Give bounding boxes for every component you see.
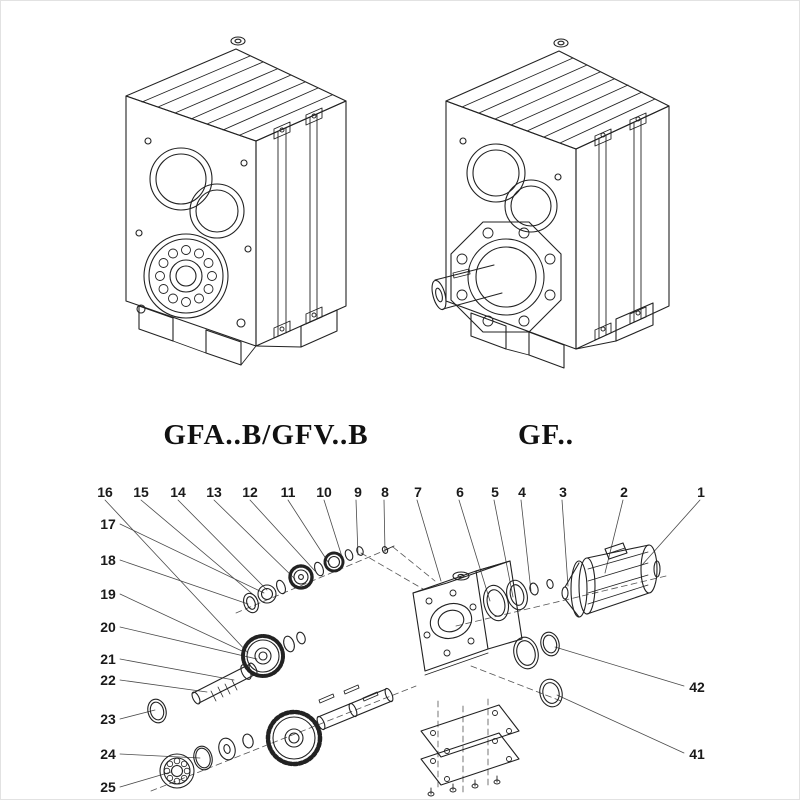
callout-14: 14 — [170, 484, 186, 500]
callout-20: 20 — [100, 619, 116, 635]
output-shaft-parts — [160, 685, 394, 788]
callout-18: 18 — [100, 552, 116, 568]
callout-13: 13 — [206, 484, 222, 500]
callout-8: 8 — [381, 484, 389, 500]
callout-9: 9 — [354, 484, 362, 500]
pinion-shaft-part — [190, 662, 258, 705]
callout-24: 24 — [100, 746, 116, 762]
gearbox-gfab-drawing — [126, 37, 346, 365]
callout-42: 42 — [689, 679, 705, 695]
axis-lines — [151, 547, 666, 794]
callout-16: 16 — [97, 484, 113, 500]
callout-17: 17 — [100, 516, 116, 532]
leader-lines — [105, 500, 700, 787]
callout-22: 22 — [100, 672, 116, 688]
callout-25: 25 — [100, 779, 116, 795]
exploded-parts-diagram — [105, 500, 700, 796]
motor-part — [562, 543, 660, 617]
retaining-rings — [510, 630, 565, 709]
adapter-rings — [480, 578, 554, 624]
input-shaft-parts — [241, 546, 394, 615]
callout-6: 6 — [456, 484, 464, 500]
callout-19: 19 — [100, 586, 116, 602]
callout-3: 3 — [559, 484, 567, 500]
callout-10: 10 — [316, 484, 332, 500]
callout-1: 1 — [697, 484, 705, 500]
gearbox-gf-drawing — [429, 39, 669, 368]
housing-part — [413, 561, 522, 675]
callout-5: 5 — [491, 484, 499, 500]
intermediate-gear-parts — [243, 631, 307, 676]
callout-11: 11 — [280, 484, 296, 500]
cover-plate-parts — [421, 705, 519, 796]
model-label-gf: GF.. — [517, 419, 575, 451]
callout-12: 12 — [242, 484, 258, 500]
callout-2: 2 — [620, 484, 628, 500]
callout-7: 7 — [414, 484, 422, 500]
callout-15: 15 — [133, 484, 149, 500]
callout-41: 41 — [689, 746, 705, 762]
callout-4: 4 — [518, 484, 526, 500]
seal-ring-part — [145, 697, 169, 725]
callout-21: 21 — [100, 651, 116, 667]
callout-23: 23 — [100, 711, 116, 727]
model-label-gfab: GFA..B/GFV..B — [163, 419, 369, 451]
